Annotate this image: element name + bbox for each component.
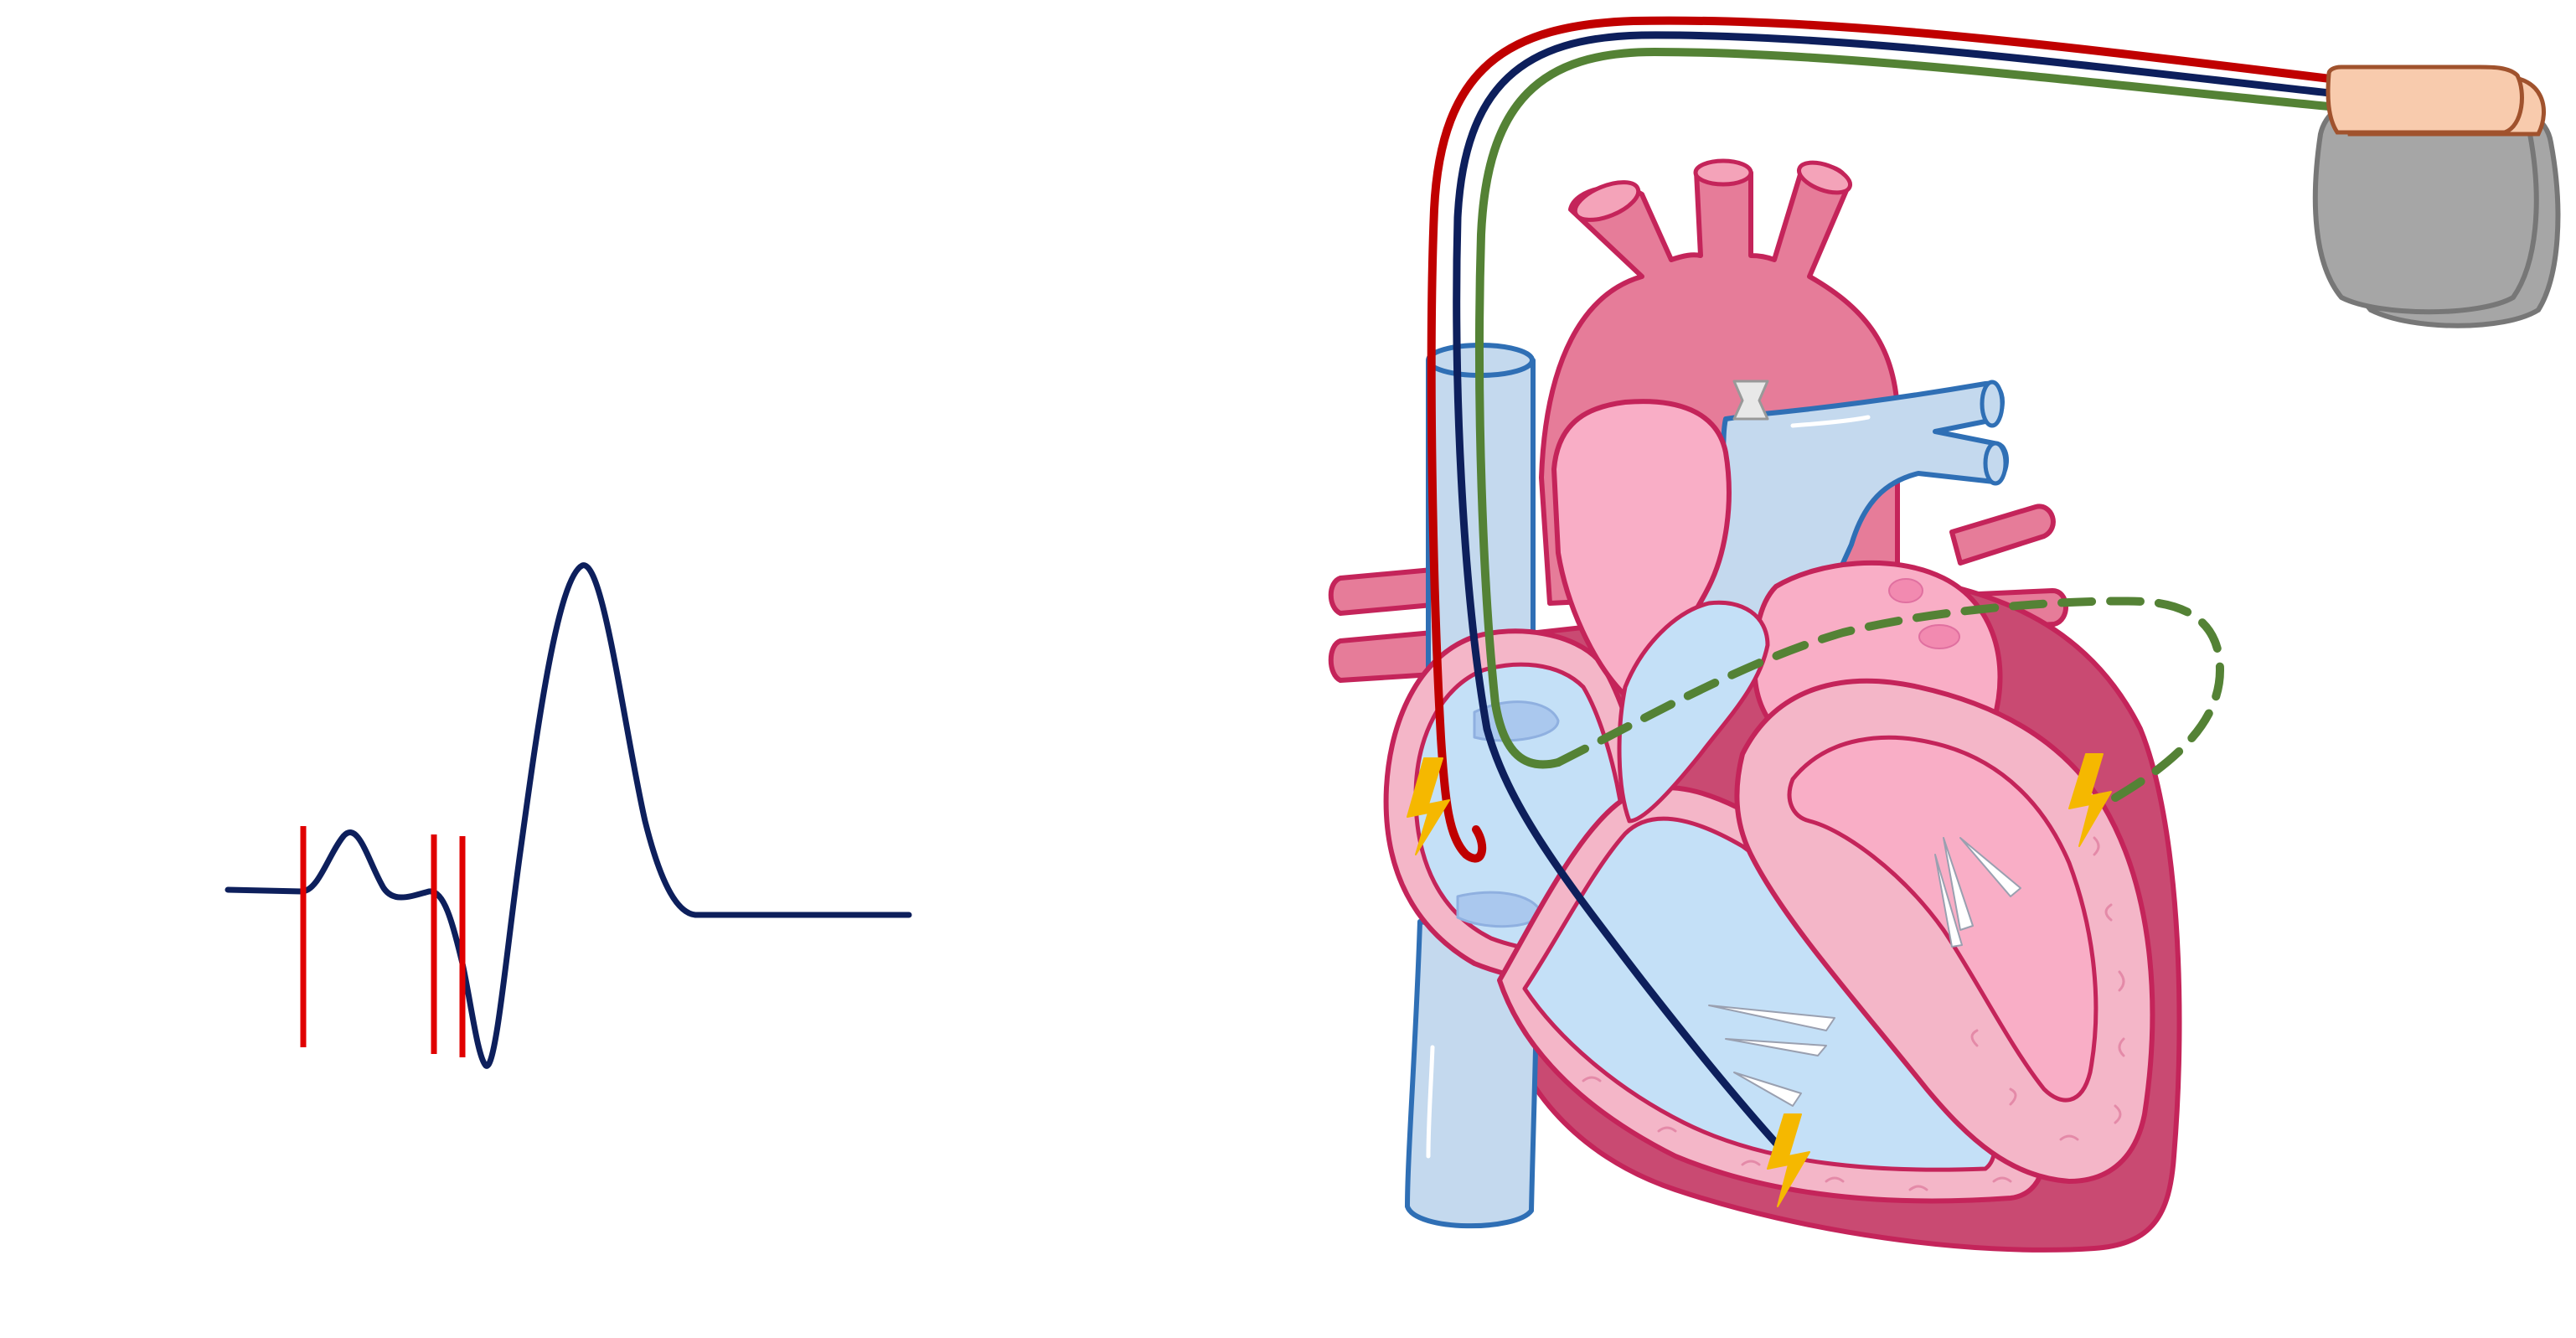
left-ventricular-lead xyxy=(1475,48,2341,769)
right-ventricular-lead xyxy=(1453,31,2341,1152)
generator-header xyxy=(2326,65,2524,135)
pulse-generator xyxy=(2312,65,2561,328)
ecg-panel xyxy=(225,562,912,1069)
heart xyxy=(1328,16,2341,1253)
tricuspid-chordae xyxy=(1708,1005,1835,1107)
myocardium-texture xyxy=(1582,836,2125,1191)
rv-outflow xyxy=(1617,600,1770,824)
mitral-chordae xyxy=(1934,837,2021,948)
right-atrial-lead xyxy=(1427,16,2341,863)
pacing-leads xyxy=(1427,16,2341,1152)
left-ventricular-lead-coronary-sinus xyxy=(1554,597,2224,804)
left-ventricle-chamber xyxy=(1787,735,2098,1103)
aortic-branches-openings xyxy=(1572,158,1853,222)
pacing-sites xyxy=(1407,753,2112,1207)
spark-left-ventricle-icon xyxy=(2068,753,2112,847)
spark-right-ventricle-icon xyxy=(1767,1113,1810,1207)
spark-right-atrium-icon xyxy=(1407,757,1450,855)
ecg-trace xyxy=(225,562,912,1069)
pulmonary-valve xyxy=(1732,380,1769,421)
